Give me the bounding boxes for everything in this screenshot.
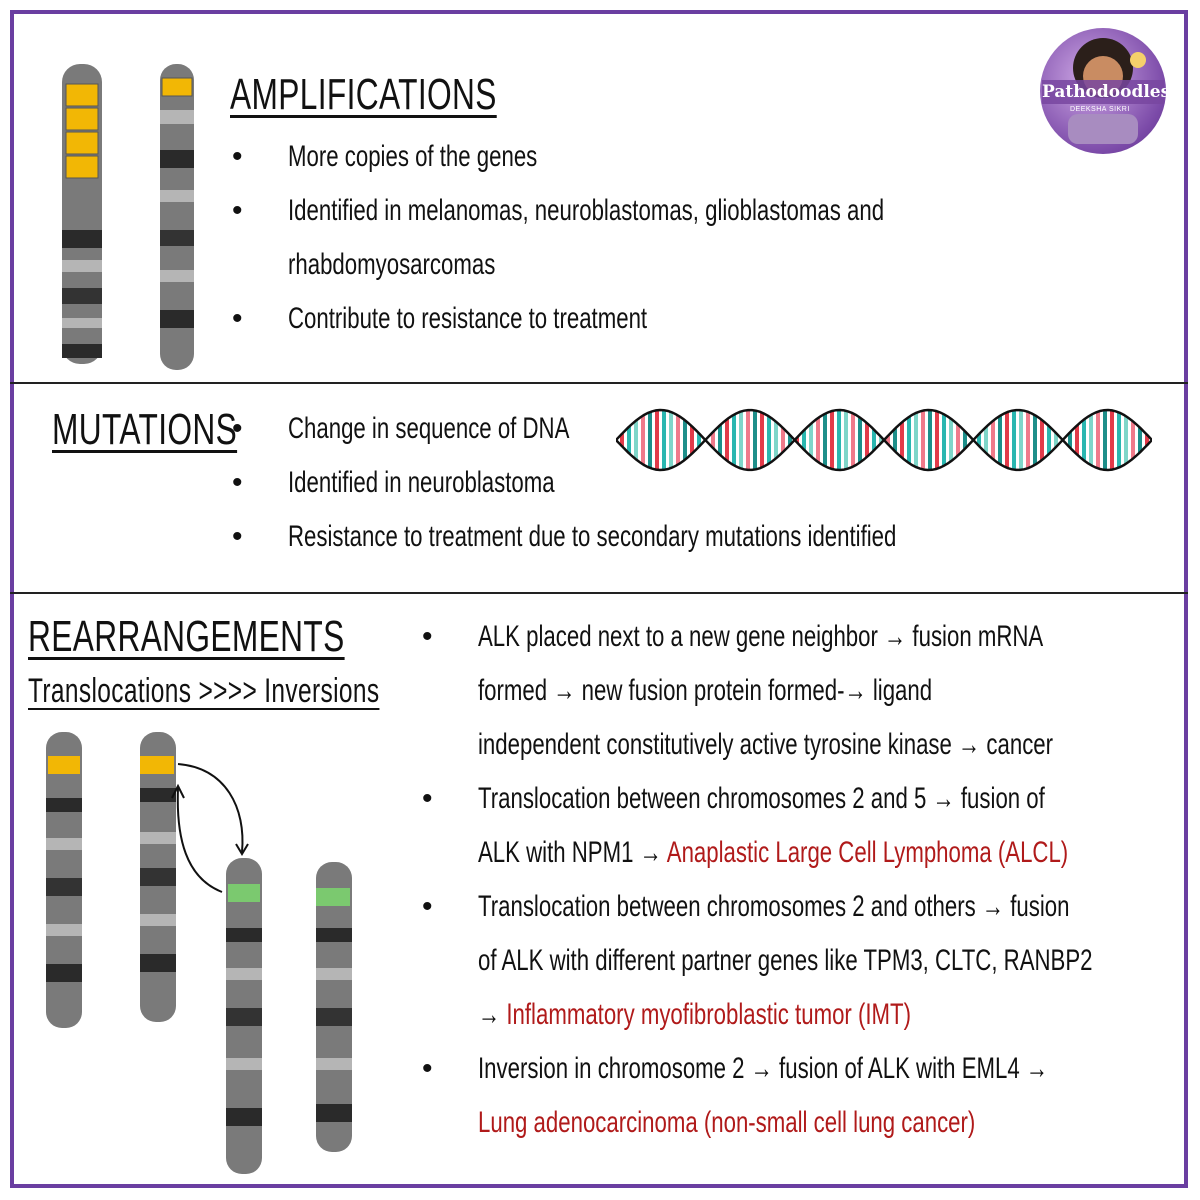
text-run: →: [478, 998, 507, 1031]
dna-strand: [616, 408, 1152, 472]
logo-author: DEEKSHA SIKRI: [1070, 106, 1130, 113]
amplifications-title: AMPLIFICATIONS: [230, 70, 497, 119]
list-item: ALK placed next to a new gene neighbor →…: [422, 610, 1200, 664]
list-item: Change in sequence of DNA: [232, 402, 1110, 456]
chromosome-left: [62, 64, 102, 364]
page-frame: [10, 10, 1188, 1188]
rearrangements-bullets: ALK placed next to a new gene neighbor →…: [422, 610, 1200, 1150]
list-item: Contribute to resistance to treatment: [232, 292, 1093, 346]
mutations-bullets: Change in sequence of DNA Identified in …: [232, 402, 1110, 564]
list-item: Resistance to treatment due to secondary…: [232, 510, 1110, 564]
chromosome-right: [160, 64, 194, 370]
list-item-continuation: ALK with NPM1 → Anaplastic Large Cell Ly…: [422, 826, 1200, 880]
list-item-continuation: of ALK with different partner genes like…: [478, 944, 1093, 977]
mutations-title: MUTATIONS: [52, 405, 238, 454]
list-item: Inversion in chromosome 2 → fusion of AL…: [422, 1042, 1200, 1096]
dna-helix-illustration: [616, 408, 1152, 472]
list-item-continuation: independent constitutively active tyrosi…: [478, 728, 1054, 761]
chromosome-3: [226, 858, 262, 1174]
list-item-continuation: formed → new fusion protein formed-→ lig…: [478, 674, 933, 707]
rearrangements-subtitle: Translocations >>>> Inversions: [28, 672, 380, 710]
text-run: ALK with NPM1 →: [478, 836, 667, 869]
list-item: Identified in neuroblastoma: [232, 456, 1110, 510]
section-divider: [10, 592, 1188, 594]
list-item-continuation: → Inflammatory myofibroblastic tumor (IM…: [422, 988, 1200, 1042]
rearrangements-title: REARRANGEMENTS: [28, 612, 345, 661]
amplified-chromosomes: [62, 64, 194, 370]
amplifications-bullets: More copies of the genes Identified in m…: [232, 130, 1093, 346]
logo-name: Pathodoodles: [1042, 80, 1166, 104]
list-item: Identified in melanomas, neuroblastomas,…: [232, 184, 1093, 238]
chromosome-1: [46, 732, 82, 1028]
translocation-chromosomes: [46, 732, 352, 1174]
section-divider: [10, 382, 1188, 384]
disease-lung-adenocarcinoma: Lung adenocarcinoma (non-small cell lung…: [478, 1106, 976, 1139]
list-item-continuation: Lung adenocarcinoma (non-small cell lung…: [422, 1096, 1200, 1150]
disease-alcl: Anaplastic Large Cell Lymphoma (ALCL): [666, 836, 1069, 869]
list-item: Translocation between chromosomes 2 and …: [422, 772, 1200, 826]
list-item: More copies of the genes: [232, 130, 1093, 184]
translocation-arrows: [171, 763, 249, 893]
disease-imt: Inflammatory myofibroblastic tumor (IMT): [506, 998, 911, 1031]
list-item-continuation: rhabdomyosarcomas: [288, 248, 496, 281]
chromosome-4: [316, 862, 352, 1152]
chromosome-2: [140, 732, 176, 1022]
list-item: Translocation between chromosomes 2 and …: [422, 880, 1200, 934]
